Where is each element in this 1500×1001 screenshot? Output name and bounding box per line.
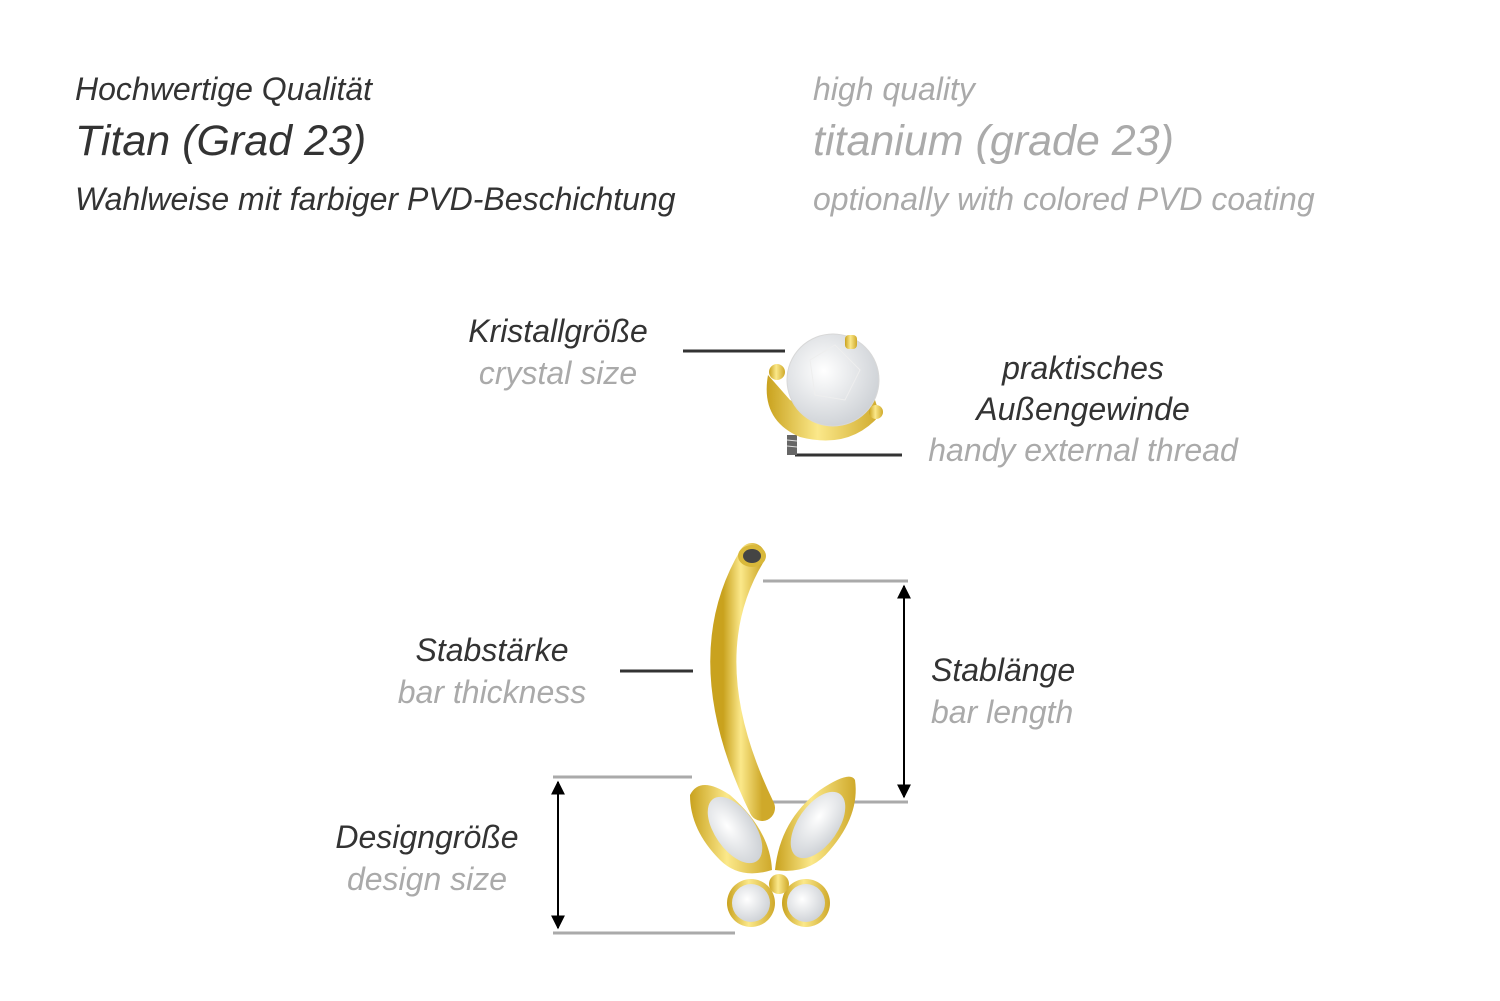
header-de-coating: Wahlweise mit farbiger PVD-Beschichtung bbox=[75, 181, 676, 217]
bar-length-label-en: bar length bbox=[931, 694, 1074, 730]
bar-length-dimension bbox=[763, 579, 911, 804]
bar-thickness-label-de: Stabstärke bbox=[415, 632, 569, 668]
design-size-label-en: design size bbox=[346, 861, 508, 897]
header-de-material: Titan (Grad 23) bbox=[75, 117, 367, 165]
crystal-top-illustration bbox=[766, 333, 883, 455]
crystal-size-label-en: crystal size bbox=[478, 355, 638, 391]
thread-label-de-2: Außengewinde bbox=[976, 391, 1190, 427]
thread-label-de-1: praktisches bbox=[1002, 350, 1164, 386]
bar-thickness-label-en: bar thickness bbox=[397, 674, 587, 710]
header-en-quality: high quality bbox=[813, 71, 975, 107]
belly-bar-illustration bbox=[690, 543, 856, 927]
design-size-dimension bbox=[551, 775, 735, 935]
bar-length-label-de: Stablänge bbox=[931, 652, 1076, 688]
design-size-label-de: Designgröße bbox=[335, 819, 519, 855]
header-de-quality: Hochwertige Qualität bbox=[75, 71, 373, 107]
header-en-coating: optionally with colored PVD coating bbox=[813, 181, 1315, 217]
crystal-size-label-de: Kristallgröße bbox=[468, 313, 648, 349]
thread-label-en: handy external thread bbox=[928, 432, 1238, 468]
header-en-material: titanium (grade 23) bbox=[813, 117, 1174, 165]
